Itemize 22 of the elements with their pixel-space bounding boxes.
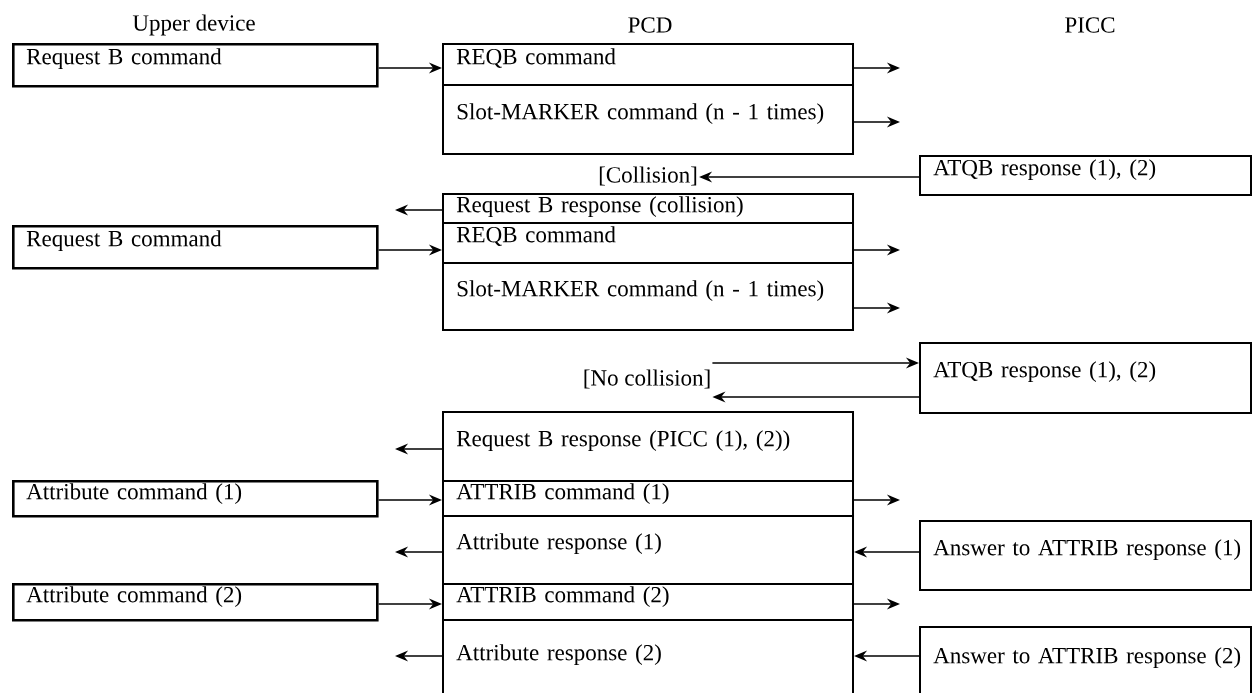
message-box: Answer to ATTRIB response (2)	[919, 626, 1252, 693]
message-box: Attribute response (1)	[442, 515, 854, 585]
condition-text: [Collision]	[599, 166, 697, 186]
condition-text: [No collision]	[584, 369, 710, 389]
message-box: Slot-MARKER command (n - 1 times)	[442, 262, 854, 331]
message-box: ATTRIB command (2)	[442, 583, 854, 621]
message-box: Request B response (collision)	[442, 193, 854, 224]
message-box: Slot-MARKER command (n - 1 times)	[442, 84, 854, 155]
message-box: Request B response (PICC (1), (2))	[442, 411, 854, 482]
message-box: Attribute command (2)	[12, 583, 379, 622]
message-box: ATTRIB command (1)	[442, 480, 854, 517]
message-box: Attribute command (1)	[12, 480, 379, 518]
column-heading: PCD	[628, 17, 672, 33]
message-box: ATQB response (1), (2)	[919, 342, 1252, 414]
message-box: Request B command	[12, 43, 379, 88]
message-box: Attribute response (2)	[442, 619, 854, 693]
message-box: REQB command	[442, 222, 854, 264]
message-box: ATQB response (1), (2)	[919, 155, 1252, 196]
column-heading: PICC	[1065, 17, 1115, 33]
message-box: Request B command	[12, 225, 379, 270]
message-box: Answer to ATTRIB response (1)	[919, 520, 1252, 591]
message-box: REQB command	[442, 43, 854, 86]
